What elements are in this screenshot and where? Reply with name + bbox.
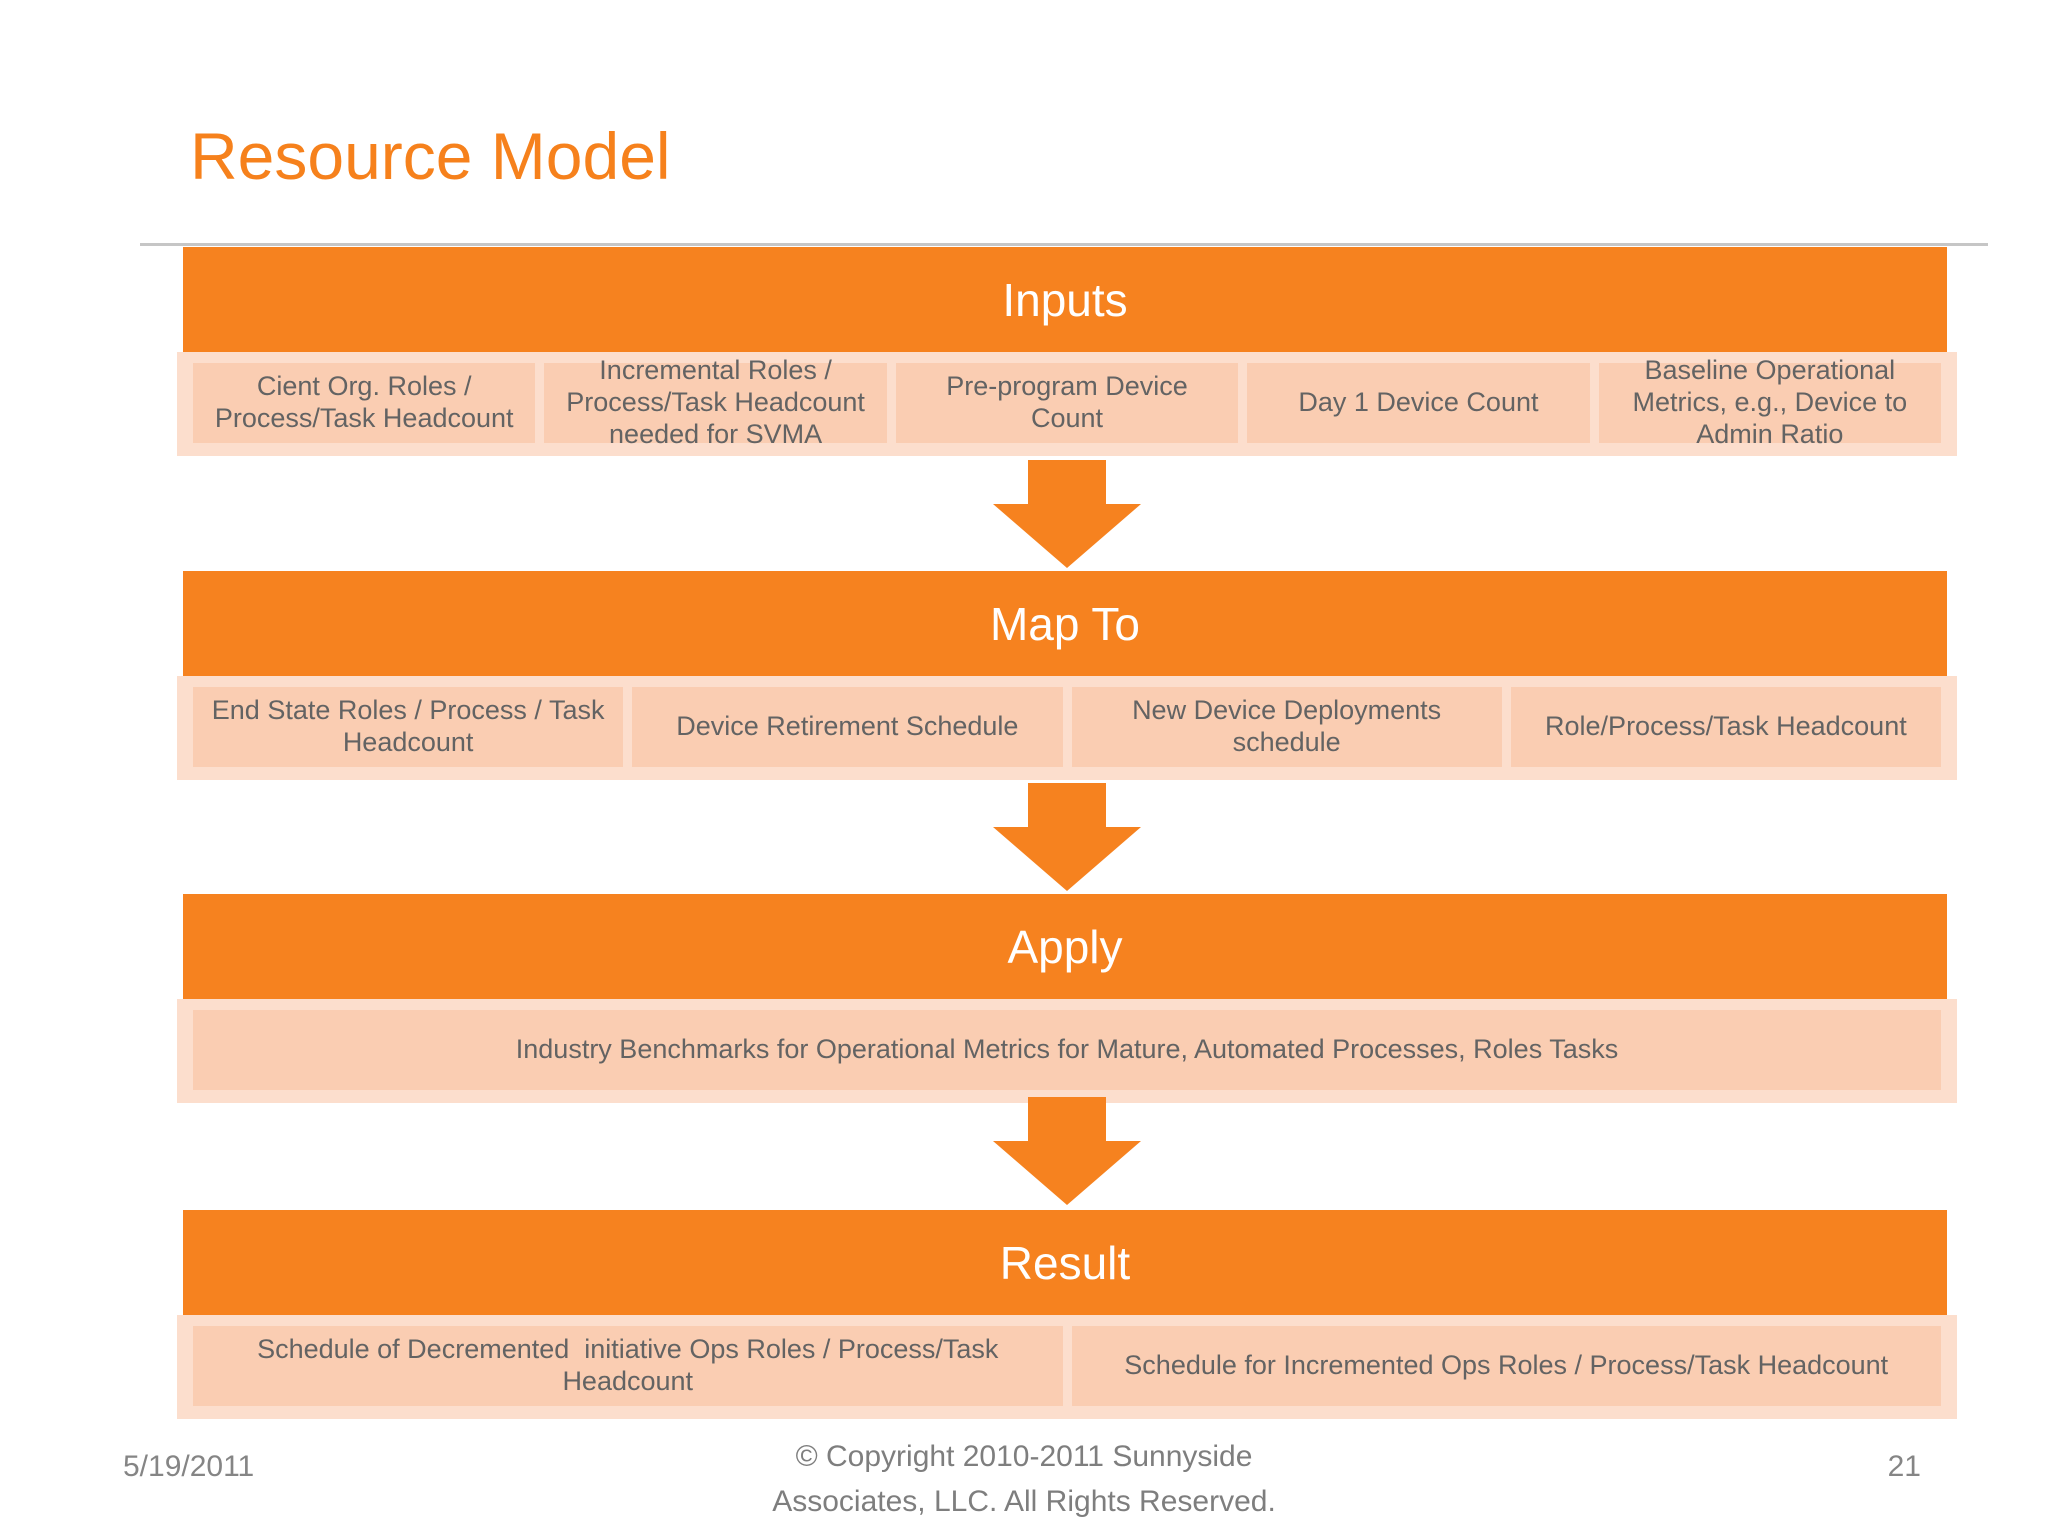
footer-copyright-line2: Associates, LLC. All Rights Reserved. xyxy=(772,1485,1276,1518)
cell-label: Cient Org. Roles / Process/Task Headcoun… xyxy=(214,371,514,433)
section-row-result: Schedule of Decremented initiative Ops R… xyxy=(177,1315,1957,1419)
arrow-head xyxy=(993,827,1141,891)
map-cell-device-retirement-schedule: Device Retirement Schedule xyxy=(632,687,1063,767)
cell-label: Incremental Roles / Process/Task Headcou… xyxy=(566,355,873,449)
arrow-stem xyxy=(1028,460,1106,504)
input-cell-baseline-operational-metrics: Baseline Operational Metrics, e.g., Devi… xyxy=(1598,355,1942,449)
apply-cell-industry-benchmarks: Industry Benchmarks for Operational Metr… xyxy=(193,1010,1941,1090)
map-cell-end-state-roles: End State Roles / Process / Task Headcou… xyxy=(193,687,624,767)
input-cell-day1-device-count: Day 1 Device Count xyxy=(1247,363,1590,443)
map-cell-role-process-task-headcount: Role/Process/Task Headcount xyxy=(1510,687,1941,767)
cell-label: Device Retirement Schedule xyxy=(676,711,1019,742)
section-header-apply: Apply xyxy=(183,894,1947,999)
section-header-result: Result xyxy=(183,1210,1947,1315)
page-title: Resource Model xyxy=(190,119,671,193)
arrow-head xyxy=(993,1141,1141,1205)
arrow-head xyxy=(993,504,1141,568)
cell-label: Role/Process/Task Headcount xyxy=(1545,711,1907,742)
cell-label: End State Roles / Process / Task Headcou… xyxy=(211,695,612,757)
result-cell-incremented-schedule: Schedule for Incremented Ops Roles / Pro… xyxy=(1071,1326,1941,1406)
cell-label: Schedule for Incremented Ops Roles / Pro… xyxy=(1124,1350,1889,1381)
section-row-map-to: End State Roles / Process / Task Headcou… xyxy=(177,676,1957,780)
section-row-inputs: Cient Org. Roles / Process/Task Headcoun… xyxy=(177,352,1957,456)
footer-copyright-line1: © Copyright 2010-2011 Sunnyside xyxy=(795,1440,1253,1473)
input-cell-incremental-roles: Incremental Roles / Process/Task Headcou… xyxy=(544,355,887,449)
footer-copyright: © Copyright 2010-2011 Sunnyside Associat… xyxy=(772,1434,1276,1524)
result-cell-decremented-schedule: Schedule of Decremented initiative Ops R… xyxy=(193,1326,1063,1406)
cell-label: Pre-program Device Count xyxy=(946,371,1196,433)
map-cell-new-device-deployments: New Device Deployments schedule xyxy=(1071,687,1502,767)
cell-label: Schedule of Decremented initiative Ops R… xyxy=(257,1334,1006,1396)
arrow-stem xyxy=(1028,783,1106,827)
down-arrow-icon xyxy=(993,783,1141,891)
section-row-apply: Industry Benchmarks for Operational Metr… xyxy=(177,999,1957,1103)
page-number: 21 xyxy=(1887,1450,1921,1483)
cell-label: Industry Benchmarks for Operational Metr… xyxy=(515,1034,1619,1065)
footer-date: 5/19/2011 xyxy=(123,1450,255,1483)
input-cell-pre-program-device-count: Pre-program Device Count xyxy=(895,363,1239,443)
divider-line xyxy=(140,243,1988,246)
section-header-map-to: Map To xyxy=(183,571,1947,676)
cell-label: Baseline Operational Metrics, e.g., Devi… xyxy=(1632,355,1914,449)
section-header-inputs: Inputs xyxy=(183,247,1947,352)
cell-label: New Device Deployments schedule xyxy=(1132,695,1449,757)
down-arrow-icon xyxy=(993,460,1141,568)
down-arrow-icon xyxy=(993,1097,1141,1205)
arrow-stem xyxy=(1028,1097,1106,1141)
input-cell-client-org-roles: Cient Org. Roles / Process/Task Headcoun… xyxy=(193,363,536,443)
cell-label: Day 1 Device Count xyxy=(1298,387,1539,418)
